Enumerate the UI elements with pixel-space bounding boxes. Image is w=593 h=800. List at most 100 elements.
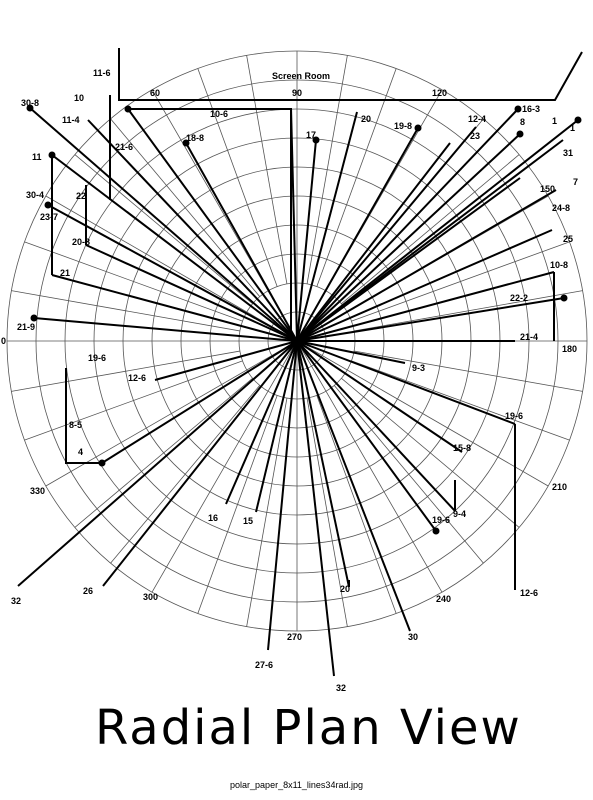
radial-label: 30-8 — [21, 98, 39, 108]
radial-line — [296, 127, 419, 342]
radial-label: 21-6 — [115, 142, 133, 152]
grid-spoke — [246, 55, 288, 284]
angle-label: 120 — [432, 88, 447, 98]
radial-label: 26 — [83, 586, 93, 596]
radial-line — [296, 189, 557, 342]
radial-line — [17, 340, 298, 587]
radial-label: 31 — [563, 148, 573, 158]
angle-label: 270 — [287, 632, 302, 642]
radial-label: 10 — [74, 93, 84, 103]
radial-label: 30-4 — [26, 190, 44, 200]
endpoint-dot — [432, 527, 440, 535]
endpoint-dot — [48, 151, 56, 159]
radial-line — [296, 126, 477, 342]
radial-line — [267, 340, 298, 651]
grid-spoke — [110, 385, 261, 564]
radial-label: 20 — [361, 114, 371, 124]
radial-label: 23 — [470, 131, 480, 141]
radial-label: 11-6 — [93, 68, 111, 78]
radial-line — [296, 340, 335, 677]
radial-line — [255, 340, 298, 513]
grid-spoke — [24, 360, 243, 441]
grid-spoke — [351, 360, 570, 441]
radial-label: 12-6 — [128, 373, 146, 383]
grid-spoke — [24, 241, 243, 322]
radial-label: 27-6 — [255, 660, 273, 670]
radial-line — [33, 317, 298, 342]
radial-label: 15 — [243, 516, 253, 526]
radial-label: 1 — [552, 116, 557, 126]
grid-spoke — [45, 195, 298, 342]
endpoint-dot — [574, 116, 582, 124]
radial-line — [296, 340, 406, 364]
radial-line — [296, 297, 565, 342]
grid-spoke — [316, 68, 397, 287]
connector-line — [65, 368, 102, 464]
angle-label: 90 — [292, 88, 302, 98]
radial-label: 32 — [11, 596, 21, 606]
radial-label: 20-8 — [72, 237, 90, 247]
radial-line — [296, 142, 451, 342]
radial-label: 10-6 — [210, 109, 228, 119]
grid-spoke — [296, 340, 549, 487]
angle-label: 210 — [552, 482, 567, 492]
connector-line — [128, 108, 292, 341]
polar-grid — [6, 48, 588, 632]
endpoint-dot — [26, 104, 34, 112]
radial-label: 9-3 — [412, 363, 425, 373]
grid-spoke — [110, 118, 261, 297]
grid-spoke — [316, 395, 397, 614]
angle-label: 180 — [562, 344, 577, 354]
screen-room-wall — [118, 48, 583, 101]
radial-label: 25 — [563, 234, 573, 244]
radial-line — [296, 119, 579, 342]
radial-line — [101, 340, 298, 464]
radial-label: 22 — [76, 191, 86, 201]
radial-line — [225, 340, 298, 505]
angle-label: 240 — [436, 594, 451, 604]
endpoint-dot — [516, 130, 524, 138]
grid-spoke — [354, 350, 583, 392]
radial-line — [85, 244, 298, 342]
radial-label: 12-4 — [468, 114, 486, 124]
radial-label: 21-4 — [520, 332, 538, 342]
angle-label: 0 — [1, 336, 6, 346]
radial-line — [296, 229, 553, 342]
grid-spoke — [246, 398, 288, 627]
radial-line — [51, 154, 298, 342]
radial-label: 19-8 — [394, 121, 412, 131]
radial-line — [296, 133, 521, 342]
grid-spoke — [197, 68, 278, 287]
radial-label: 23-7 — [40, 212, 58, 222]
radial-label: 22-2 — [510, 293, 528, 303]
radial-line — [87, 119, 298, 342]
radial-line — [51, 274, 298, 342]
radial-line — [29, 107, 298, 342]
endpoint-dot — [124, 105, 132, 113]
radial-line — [296, 340, 463, 453]
grid-spoke — [74, 377, 253, 528]
endpoint-dot — [30, 314, 38, 322]
radial-label: 11 — [32, 152, 42, 162]
grid-spoke — [74, 154, 253, 305]
endpoint-dots — [26, 104, 582, 535]
radial-line — [296, 340, 350, 588]
grid-spoke — [11, 350, 240, 392]
endpoint-dot — [414, 124, 422, 132]
radial-line — [102, 340, 298, 587]
radial-label: 9-4 — [453, 509, 466, 519]
grid-spoke — [354, 290, 583, 332]
radial-line — [127, 108, 298, 342]
radial-label: 19-6 — [432, 515, 450, 525]
endpoint-dot — [182, 139, 190, 147]
radial-lines — [17, 95, 579, 677]
grid-spoke — [306, 55, 348, 284]
radial-line — [296, 340, 456, 512]
radial-line — [296, 340, 437, 532]
radial-label: 11-4 — [62, 115, 80, 125]
radial-label: 30 — [408, 632, 418, 642]
radial-line — [154, 340, 298, 381]
radial-label: 12-6 — [520, 588, 538, 598]
page-title: Radial Plan View — [95, 700, 522, 756]
